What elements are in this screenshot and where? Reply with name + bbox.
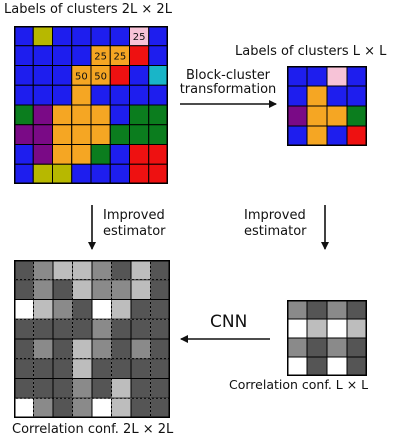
grid-cell (346, 356, 367, 376)
small-cluster-label-grid (287, 66, 367, 146)
correlation-small-title: Correlation conf. L × L (229, 377, 369, 392)
grid-border (287, 66, 367, 146)
cell-number: 25 (114, 52, 127, 63)
grid-border (14, 260, 170, 418)
cell-number: 25 (133, 32, 146, 43)
grid-cell (346, 125, 367, 146)
small-correlation-grid (287, 300, 367, 376)
grid-border (14, 26, 168, 184)
transform-label-line1: Block-cluster (185, 68, 271, 83)
big-labels-title: Labels of clusters 2L × 2L (4, 2, 172, 17)
cell-number: 50 (94, 71, 107, 82)
cell-number: 50 (75, 71, 88, 82)
correlation-big-title: Correlation conf. 2L × 2L (12, 422, 174, 437)
transform-label-line2: transformation (179, 82, 277, 97)
grid-cell (148, 163, 168, 184)
estimator-left-line1: Improved (103, 208, 165, 223)
estimator-right-line2: estimator (244, 224, 307, 239)
big-correlation-grid (14, 260, 170, 418)
grid-border (287, 300, 367, 376)
small-labels-title: Labels of clusters L × L (235, 44, 387, 59)
cell-number: 25 (94, 52, 107, 63)
cnn-label: CNN (210, 312, 248, 332)
estimator-left-line2: estimator (103, 224, 166, 239)
estimator-right-line1: Improved (244, 208, 306, 223)
big-cluster-label-grid: 25 25 25 50 50 (14, 26, 168, 184)
